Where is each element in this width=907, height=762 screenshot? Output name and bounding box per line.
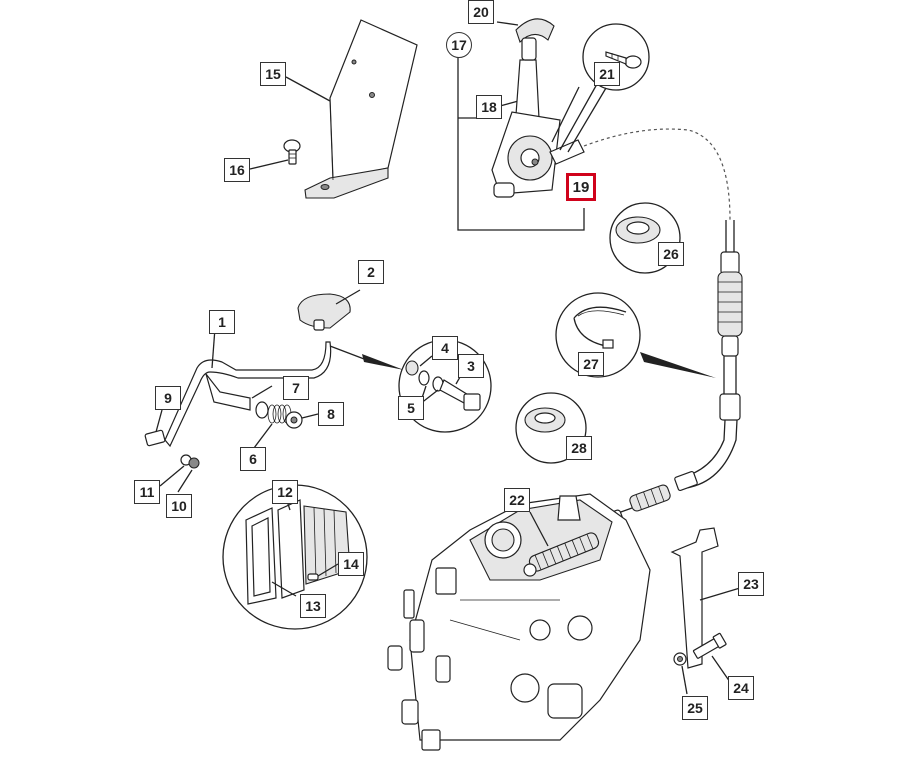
callout-12: 12 — [272, 480, 298, 504]
callout-13: 13 — [300, 594, 326, 618]
bolt-9-drawing — [144, 409, 166, 447]
callout-10: 10 — [166, 494, 192, 518]
callout-11: 11 — [134, 480, 160, 504]
callout-4: 4 — [432, 336, 458, 360]
callout-28: 28 — [566, 436, 592, 460]
callout-20: 20 — [468, 0, 494, 24]
bracket-23-drawing — [670, 527, 741, 695]
callout-1: 1 — [209, 310, 235, 334]
detail-bubble-21 — [559, 23, 650, 153]
callout-9: 9 — [155, 386, 181, 410]
screw-16-drawing — [249, 139, 301, 170]
throttle-cable-drawing — [583, 128, 743, 527]
callout-2: 2 — [358, 260, 384, 284]
hand-lever-assembly-drawing — [457, 18, 585, 231]
spring-assembly-drawing — [253, 401, 319, 449]
bracket-15-drawing — [285, 19, 418, 199]
callout-18: 18 — [476, 95, 502, 119]
callout-5: 5 — [398, 396, 424, 420]
pedal-pad-2-drawing — [297, 289, 361, 331]
injection-pump-drawing — [387, 493, 651, 751]
callout-27: 27 — [578, 352, 604, 376]
pedal-rod-1-drawing — [164, 327, 404, 448]
callout-23: 23 — [738, 572, 764, 596]
callout-16: 16 — [224, 158, 250, 182]
callout-14: 14 — [338, 552, 364, 576]
callout-19-highlighted: 19 — [566, 173, 596, 201]
callout-7: 7 — [283, 376, 309, 400]
callout-26: 26 — [658, 242, 684, 266]
callout-24: 24 — [728, 676, 754, 700]
callout-25: 25 — [682, 696, 708, 720]
callout-17: 17 — [446, 32, 472, 58]
detail-bubble-12-13-14 — [222, 484, 368, 630]
callout-22: 22 — [504, 488, 530, 512]
detail-bubble-27 — [555, 292, 716, 378]
callout-21: 21 — [594, 62, 620, 86]
washers-10-11-drawing — [159, 454, 200, 493]
callout-15: 15 — [260, 62, 286, 86]
callout-3: 3 — [458, 354, 484, 378]
callout-8: 8 — [318, 402, 344, 426]
callout-6: 6 — [240, 447, 266, 471]
